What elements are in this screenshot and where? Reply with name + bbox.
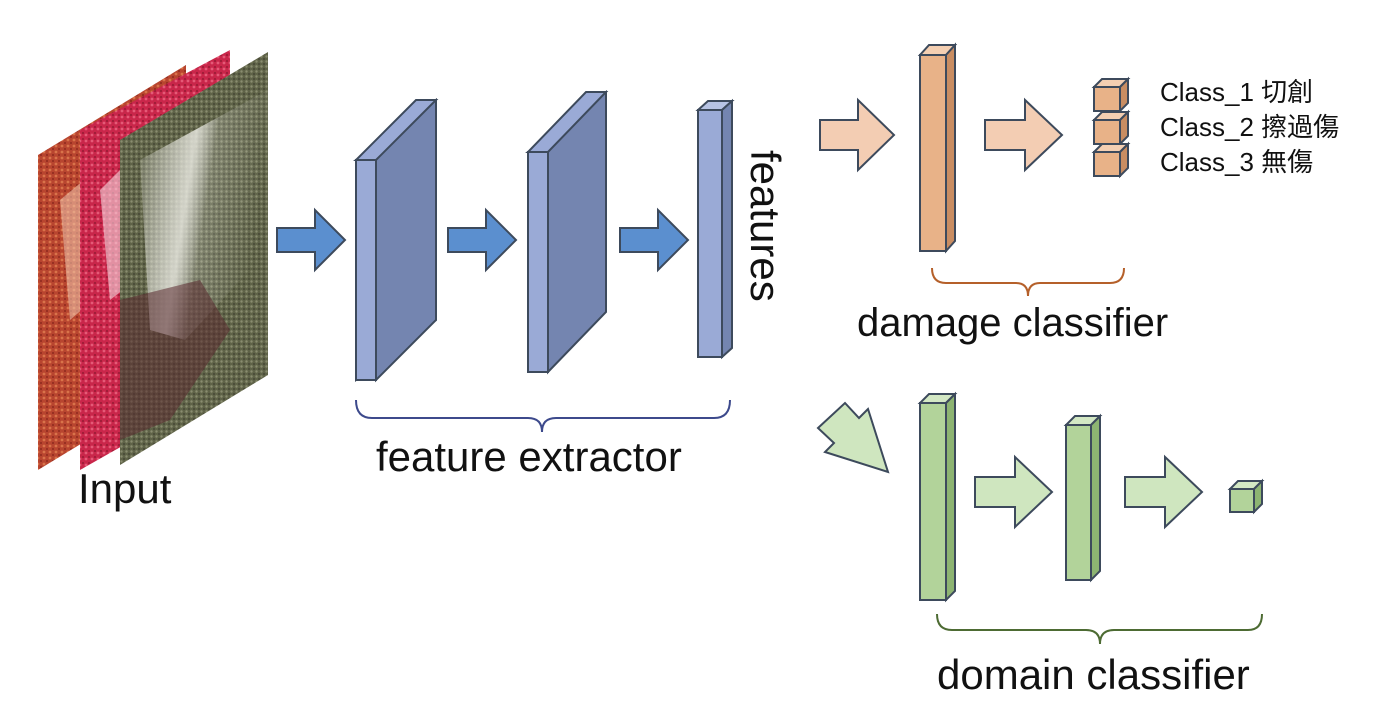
- arrow-to-damage-classifier: [819, 97, 896, 173]
- domain-fc-layer-2: [1063, 413, 1103, 583]
- feature-block-2: [525, 89, 609, 375]
- feature-extractor-label: feature extractor: [376, 433, 682, 480]
- arrow-extractor-1-2: [447, 207, 518, 273]
- class-1-label: Class_1 切創: [1160, 77, 1313, 107]
- domain-output-cube: [1227, 478, 1265, 515]
- damage-output-cubes: [1091, 76, 1131, 179]
- arrow-extractor-2-3: [619, 207, 690, 273]
- feature-extractor-brace: [355, 399, 731, 433]
- features-label: features: [742, 150, 789, 302]
- arrow-damage-to-output: [984, 97, 1064, 173]
- input-label: Input: [78, 465, 172, 512]
- class-3-cube: [1091, 141, 1131, 179]
- domain-classifier-label: domain classifier: [937, 651, 1250, 698]
- input-image-stack: [38, 50, 268, 470]
- features-vector: [695, 98, 735, 360]
- class-2-label: Class_2 擦過傷: [1160, 112, 1339, 142]
- arrow-input-to-extractor: [276, 207, 347, 273]
- damage-classifier-label: damage classifier: [857, 301, 1168, 345]
- arrow-domain-1-2: [974, 454, 1054, 530]
- domain-fc-layer-1: [917, 391, 958, 603]
- class-3-label: Class_3 無傷: [1160, 147, 1313, 177]
- arrow-to-domain-classifier: [816, 401, 890, 474]
- arrow-domain-2-output: [1124, 454, 1204, 530]
- class-1-cube: [1091, 76, 1131, 114]
- damage-classifier-brace: [931, 267, 1125, 297]
- domain-classifier-brace: [936, 613, 1263, 645]
- damage-fc-layer: [917, 42, 958, 254]
- class-2-cube: [1091, 109, 1131, 147]
- feature-block-1: [353, 98, 439, 383]
